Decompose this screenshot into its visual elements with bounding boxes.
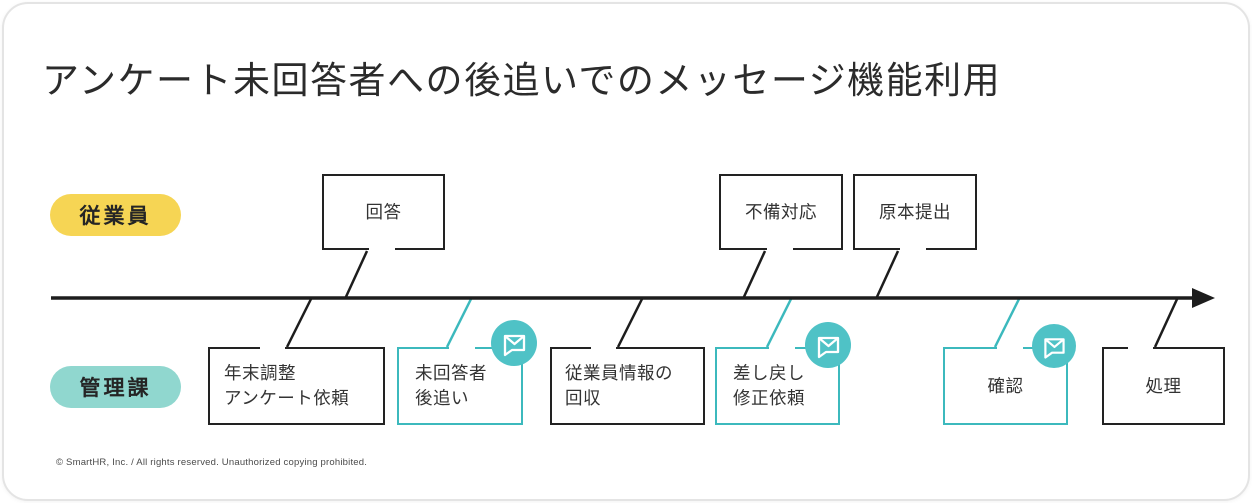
- step-label: 原本提出: [879, 201, 951, 222]
- step-correction-request-box: 差し戻し 修正依頼: [715, 347, 840, 425]
- message-envelope-icon: [491, 320, 537, 366]
- step-label-line2: アンケート依頼: [224, 388, 350, 408]
- step-defect-response-box: 不備対応: [719, 174, 843, 250]
- step-label: 処理: [1145, 375, 1182, 396]
- step-original-submission-box: 原本提出: [853, 174, 977, 250]
- step-yearend-request-box: 年末調整 アンケート依頼: [208, 347, 385, 425]
- step-employee-info-collection-box: 従業員情報の 回収: [550, 347, 705, 425]
- lane-label-employee: 従業員: [50, 194, 181, 236]
- message-envelope-icon: [1032, 324, 1076, 368]
- step-label: 確認: [987, 375, 1024, 396]
- step-answer-box: 回答: [322, 174, 445, 250]
- lane-label-admin: 管理課: [50, 366, 181, 408]
- step-label-line1: 従業員情報の: [565, 363, 673, 383]
- step-process-box: 処理: [1102, 347, 1225, 425]
- step-label: 不備対応: [745, 201, 817, 222]
- copyright-text: © SmartHR, Inc. / All rights reserved. U…: [56, 457, 368, 468]
- step-label-line1: 差し戻し: [733, 363, 805, 383]
- step-label-line2: 回収: [565, 388, 601, 408]
- step-label-line2: 修正依頼: [733, 388, 805, 408]
- step-label: 回答: [365, 201, 402, 222]
- step-label-line1: 年末調整: [224, 363, 296, 383]
- step-label-line1: 未回答者: [415, 363, 487, 383]
- message-envelope-icon: [805, 322, 851, 368]
- step-label-line2: 後追い: [415, 388, 469, 408]
- page-title: アンケート未回答者への後追いでのメッセージ機能利用: [42, 60, 1002, 101]
